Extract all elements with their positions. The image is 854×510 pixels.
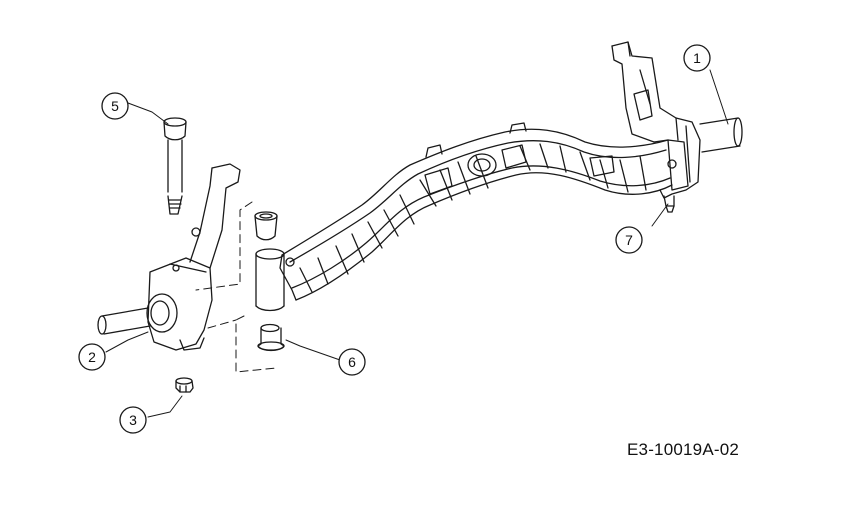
right-bracket	[611, 41, 701, 199]
callout-1-number: 1	[693, 50, 701, 66]
callout-7-number: 7	[625, 232, 633, 248]
drawing-code: E3-10019A-02	[627, 440, 740, 459]
axle-tube	[699, 117, 743, 153]
callout-6-number: 6	[348, 354, 356, 370]
callout-5: 5	[101, 92, 129, 120]
axle-beam	[279, 122, 673, 301]
callout-6: 6	[338, 348, 366, 376]
callout-7: 7	[615, 226, 643, 254]
callout-2: 2	[78, 343, 106, 371]
callout-2-number: 2	[88, 349, 96, 365]
grease-fitting	[663, 159, 677, 213]
spindle	[97, 163, 241, 351]
bolt	[163, 117, 187, 215]
pivot-tube	[255, 248, 285, 312]
leader-lines	[105, 69, 729, 418]
lower-bushing	[257, 323, 285, 352]
callout-5-number: 5	[111, 98, 119, 114]
callout-1: 1	[683, 44, 711, 72]
upper-bushing	[254, 211, 278, 241]
alignment-lines	[195, 201, 277, 373]
callout-3: 3	[119, 406, 147, 434]
nut	[175, 377, 194, 393]
callout-3-number: 3	[129, 412, 137, 428]
